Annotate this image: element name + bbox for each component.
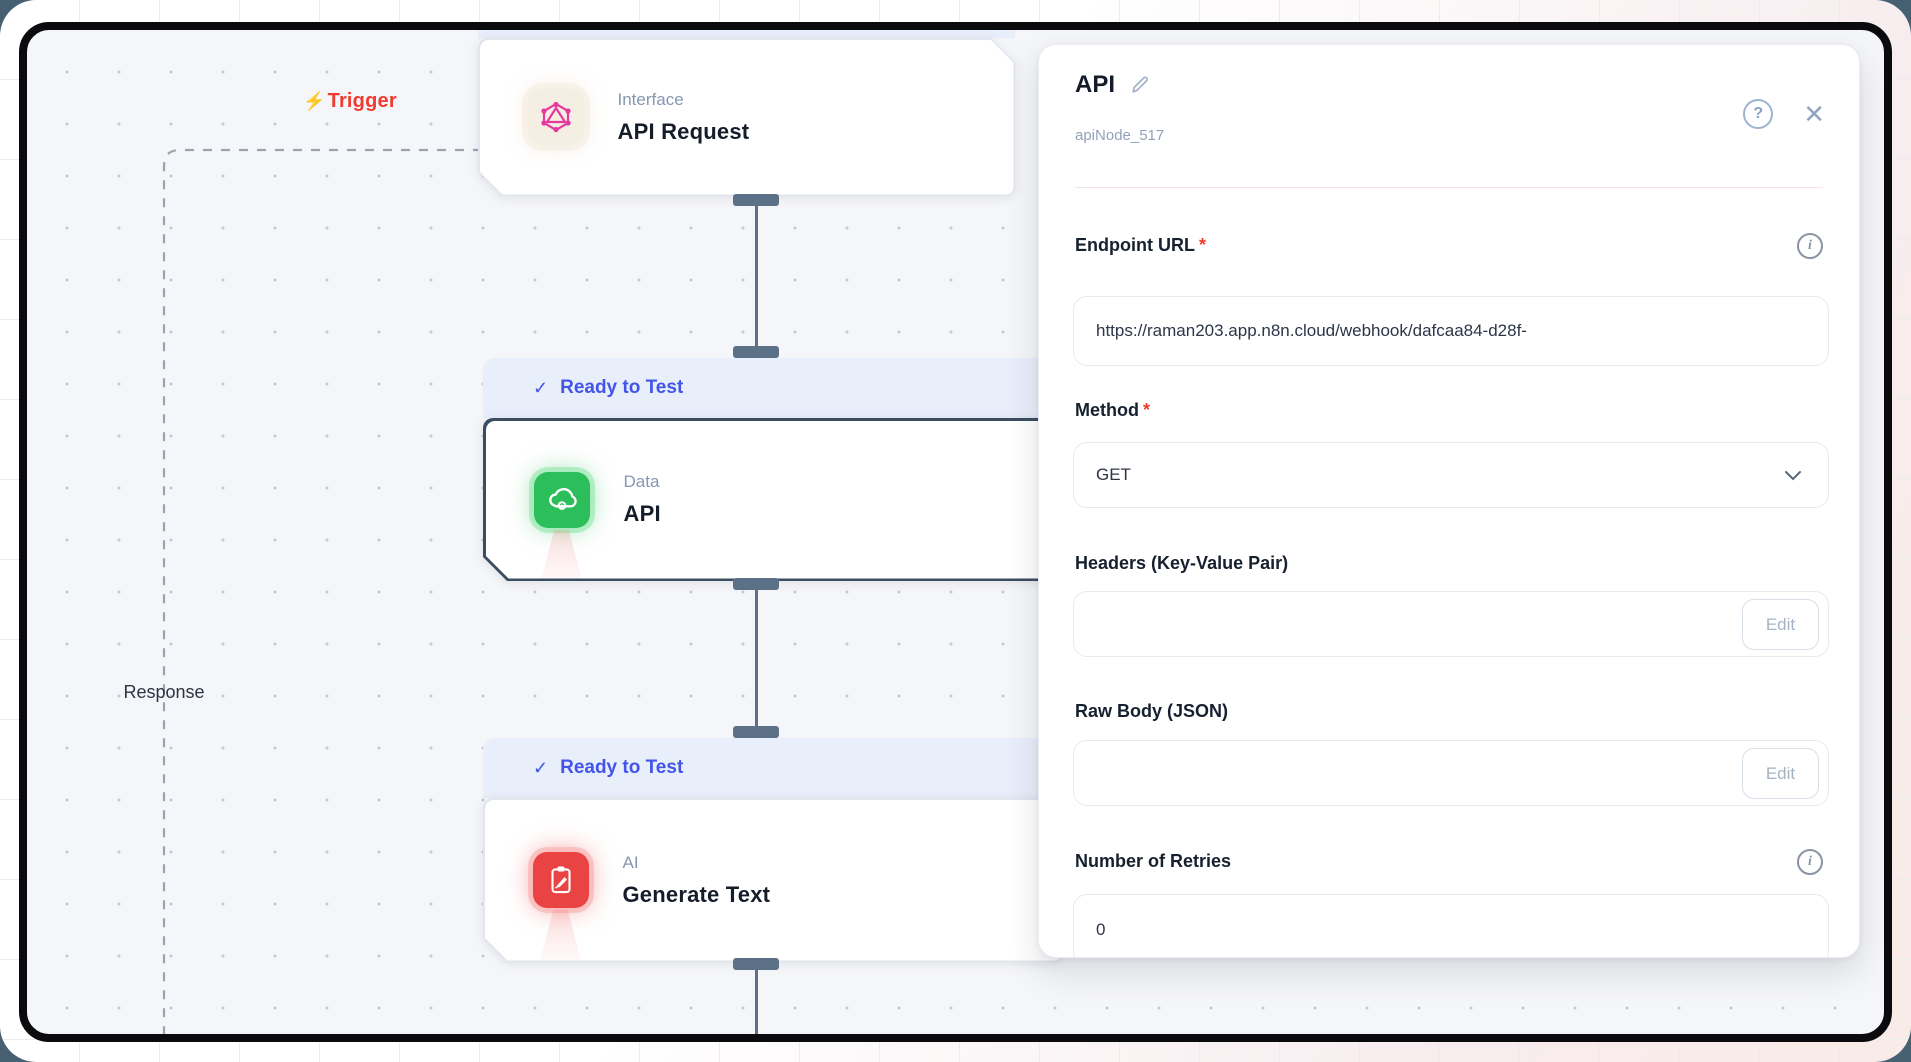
method-label: Method*: [1075, 400, 1150, 421]
node-category: Interface: [617, 89, 684, 109]
required-asterisk: *: [1198, 235, 1206, 255]
required-asterisk: *: [1142, 400, 1150, 420]
panel-divider: [1075, 187, 1823, 188]
node-title: Generate Text: [622, 881, 771, 907]
workflow-window-frame: ⚡ Trigger Response: [19, 22, 1892, 1042]
node-category: AI: [622, 852, 639, 872]
node-api-request[interactable]: Interface API Request: [478, 38, 1015, 196]
retries-label: Number of Retries: [1075, 851, 1232, 871]
headers-label: Headers (Key-Value Pair): [1075, 553, 1289, 573]
status-badge-text: Ready to Test: [560, 757, 684, 778]
workflow-canvas[interactable]: ⚡ Trigger Response: [27, 30, 1884, 1034]
panel-title-row: API: [1075, 71, 1151, 99]
node-category: Data: [623, 472, 660, 491]
node-body: Data API: [486, 421, 1061, 579]
retries-input[interactable]: [1073, 894, 1829, 957]
node-generate-text[interactable]: AI Generate Text: [483, 798, 1063, 962]
check-icon: ✓: [533, 377, 549, 398]
lightning-bolt-icon: ⚡: [303, 91, 326, 111]
chevron-down-icon: [1784, 470, 1802, 481]
rename-pencil-icon[interactable]: [1129, 74, 1151, 96]
headers-edit-button[interactable]: Edit: [1742, 599, 1819, 650]
graphql-icon: [528, 89, 584, 145]
cloud-gear-icon: [534, 472, 590, 528]
headers-value-box[interactable]: Edit: [1073, 591, 1829, 657]
node-title: API: [623, 501, 661, 526]
node-config-panel: API ? ✕ apiNode_517 Endpoint URL* i: [1038, 44, 1860, 958]
endpoint-url-label: Endpoint URL*: [1075, 235, 1206, 256]
method-selected-value: GET: [1096, 465, 1131, 484]
interface-node-badge-strip: [478, 30, 1015, 38]
endpoint-url-input[interactable]: [1073, 296, 1829, 366]
check-icon: ✓: [533, 757, 549, 778]
node-title: API Request: [617, 118, 750, 144]
trigger-label-text: Trigger: [327, 90, 397, 112]
raw-body-value-box[interactable]: Edit: [1073, 740, 1829, 806]
raw-body-edit-button[interactable]: Edit: [1742, 748, 1819, 799]
node-api[interactable]: Data API: [483, 418, 1063, 581]
status-badge-ready-to-test: ✓ Ready to Test: [483, 358, 1063, 418]
info-icon[interactable]: i: [1797, 849, 1823, 875]
method-select[interactable]: GET: [1073, 442, 1829, 508]
node-id-text: apiNode_517: [1075, 127, 1165, 144]
field-label-text: Method: [1075, 400, 1139, 420]
node-body: AI Generate Text: [485, 800, 1062, 961]
raw-body-label: Raw Body (JSON): [1075, 701, 1229, 721]
clipboard-pencil-icon: [533, 852, 589, 908]
trigger-connection-label: ⚡ Trigger: [303, 90, 397, 113]
status-badge-text: Ready to Test: [560, 377, 684, 398]
info-icon[interactable]: i: [1797, 233, 1823, 259]
panel-title: API: [1075, 71, 1116, 98]
response-connection-label: Response: [123, 682, 205, 702]
node-body: Interface API Request: [480, 40, 1014, 195]
status-badge-ready-to-test: ✓ Ready to Test: [483, 738, 1063, 798]
field-label-text: Endpoint URL: [1075, 235, 1195, 255]
close-icon[interactable]: ✕: [1803, 99, 1825, 129]
trigger-dashed-wire: [162, 148, 482, 1034]
help-icon[interactable]: ?: [1743, 99, 1774, 129]
